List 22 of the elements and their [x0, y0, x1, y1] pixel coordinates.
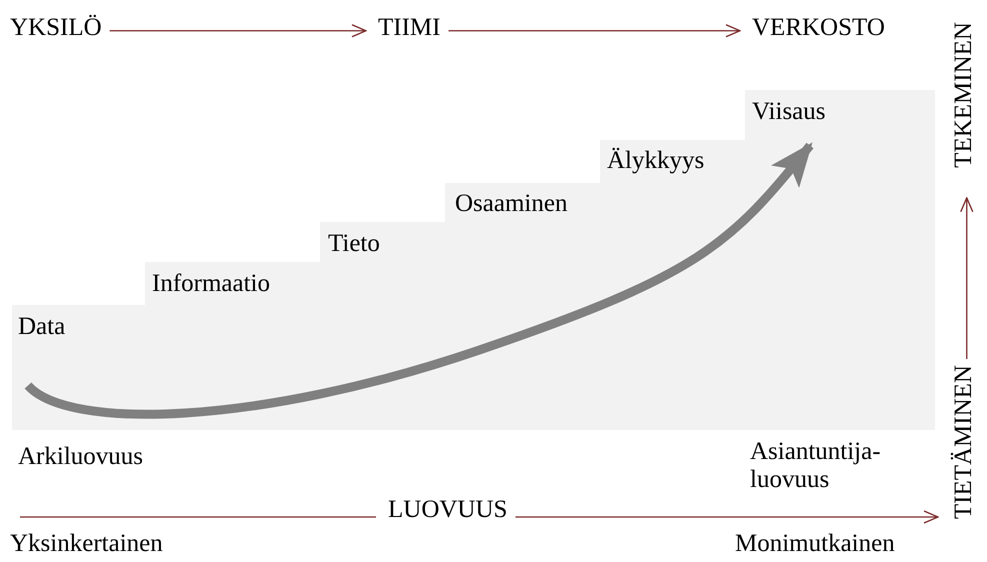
axis-label: TEKEMINEN [950, 22, 978, 168]
text-label: Arkiluovuus [18, 443, 143, 470]
level-label: VERKOSTO [752, 14, 885, 42]
arrow [515, 510, 939, 524]
step-label: Data [18, 313, 66, 340]
arrow [448, 24, 741, 38]
text-label: Monimutkainen [735, 530, 895, 558]
level-label: TIIMI [378, 14, 440, 42]
arrow [110, 24, 367, 38]
line [20, 516, 376, 518]
level-label: YKSILÖ [10, 14, 102, 42]
step-label: Älykkyys [607, 147, 704, 174]
axis-label: TIETÄMINEN [950, 365, 978, 520]
step-label: Tieto [328, 230, 380, 258]
text-label: Yksinkertainen [10, 530, 163, 558]
arrow [960, 197, 974, 359]
text-label: Asiantuntija-luovuus [750, 438, 882, 493]
step-label: Viisaus [752, 98, 826, 126]
axis-label: LUOVUUS [388, 496, 508, 524]
step-label: Osaaminen [455, 190, 568, 218]
step-label: Informaatio [152, 270, 270, 298]
curved-arrow [25, 142, 814, 419]
